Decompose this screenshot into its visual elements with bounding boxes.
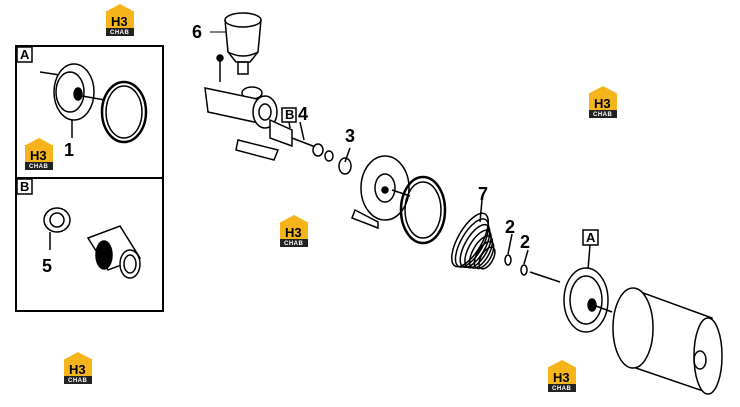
hose-fitting-drawing [299, 121, 334, 162]
svg-text:H3: H3 [30, 148, 47, 163]
svg-text:H3: H3 [594, 96, 611, 111]
diaphragm-drawing [563, 229, 613, 333]
filter-cup-drawing [224, 12, 263, 100]
svg-text:CHAB: CHAB [552, 386, 571, 392]
callout-part-7: 7 [478, 184, 488, 204]
pump-body-drawing [204, 54, 319, 161]
watermark-logo: H3 CHAB [24, 138, 54, 170]
svg-text:H3: H3 [69, 362, 86, 377]
svg-text:H3: H3 [111, 14, 128, 29]
watermark-logo: H3 CHAB [588, 86, 618, 118]
main-exploded-view: B [204, 12, 723, 395]
svg-text:H3: H3 [553, 370, 570, 385]
reference-a: A [586, 230, 596, 245]
svg-text:CHAB: CHAB [110, 30, 129, 36]
cylinder-cover-drawing [612, 287, 723, 395]
diaphragm-assembly-drawing [39, 63, 148, 144]
watermark-logo: H3 CHAB [63, 352, 93, 384]
svg-text:CHAB: CHAB [29, 164, 48, 170]
watermark-logo: H3 CHAB [105, 4, 135, 36]
callout-part-2-first: 2 [505, 217, 515, 237]
bushing-and-coupling-drawing [43, 207, 142, 279]
svg-text:CHAB: CHAB [68, 378, 87, 384]
callout-part-5: 5 [42, 256, 52, 276]
callout-part-2-second: 2 [520, 232, 530, 252]
svg-text:H3: H3 [285, 225, 302, 240]
watermark-logo: H3 CHAB [279, 215, 309, 247]
callout-part-4: 4 [298, 104, 308, 124]
callout-part-6: 6 [192, 22, 202, 42]
watermark-logo: H3 CHAB [547, 360, 577, 392]
spring-drawing [451, 199, 496, 270]
reference-b: B [285, 107, 294, 122]
svg-text:CHAB: CHAB [593, 112, 612, 118]
svg-text:CHAB: CHAB [284, 241, 303, 247]
inset-box-b-letter: B [20, 179, 29, 194]
callout-part-1: 1 [64, 140, 74, 160]
inset-box-b: B 5 [15, 177, 164, 312]
inset-box-a-letter: A [20, 47, 30, 62]
callout-part-3: 3 [345, 126, 355, 146]
housing-flange-drawing [351, 155, 411, 230]
